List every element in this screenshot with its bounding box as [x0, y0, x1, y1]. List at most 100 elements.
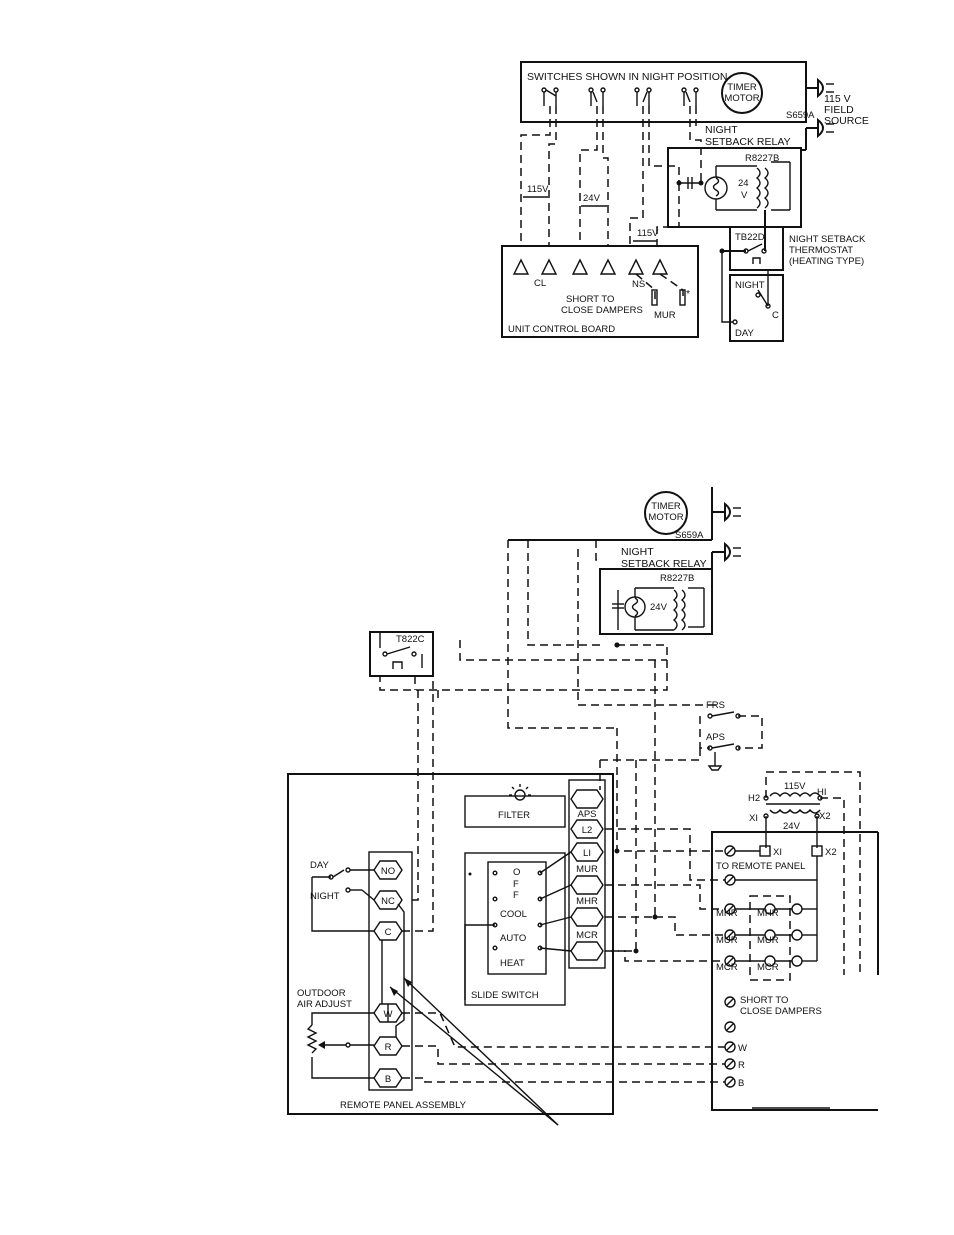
label-mur: MUR	[654, 310, 676, 321]
day-label: DAY	[735, 328, 754, 339]
board-label-mur: MUR	[716, 935, 738, 946]
transformer-icon	[755, 167, 761, 209]
term-b: B	[385, 1074, 391, 1085]
term-mur: MUR	[576, 864, 598, 875]
relay-title-2: SETBACK RELAY	[705, 136, 791, 148]
screw-terminal	[724, 1076, 736, 1088]
term-mcr: MCR	[576, 930, 598, 941]
outdoor-air-1: OUTDOOR	[297, 988, 346, 999]
label-115v-a: 115V	[527, 184, 549, 195]
v115-label: 115V	[784, 781, 806, 792]
thermostat-model: TB22D	[735, 232, 765, 243]
relay-voltage-2: V	[741, 190, 748, 201]
switches-title: SWITCHES SHOWN IN NIGHT POSITION	[527, 71, 727, 83]
unit-control-board	[501, 245, 699, 338]
h2-label: H2	[748, 793, 760, 804]
timer-motor-label-2: MOTOR	[724, 93, 759, 104]
relay-2-title-2: SETBACK RELAY	[621, 558, 707, 570]
plug-icon	[711, 541, 741, 569]
c-label: C	[772, 310, 779, 321]
remote-night-label: NIGHT	[310, 891, 340, 902]
x1-label: XI	[749, 813, 758, 824]
term-aps: APS	[577, 809, 596, 820]
relay-2-voltage: 24V	[650, 602, 668, 613]
x2-terminal-label: X2	[825, 847, 837, 858]
term-l2: L2	[582, 825, 593, 836]
screw-terminal	[724, 1021, 736, 1033]
b-terminal-label: B	[738, 1078, 744, 1089]
remote-panel-wiring-diagram: TIMER MOTOR S659A NIGHT SETBACK RELAY R8…	[287, 487, 879, 1126]
field-source-3: SOURCE	[824, 115, 869, 127]
label-ns: NS	[632, 279, 645, 290]
remote-panel-label: REMOTE PANEL ASSEMBLY	[340, 1100, 467, 1111]
r-terminal-label: R	[738, 1060, 745, 1071]
timer-model: S659A	[786, 110, 815, 121]
slide-switch-label: SLIDE SWITCH	[471, 990, 539, 1001]
remote-panel-assembly	[287, 773, 614, 1115]
slide-cool: COOL	[500, 909, 527, 920]
relay-2-title-1: NIGHT	[621, 546, 654, 558]
label-24v: 24V	[583, 193, 601, 204]
thermostat-tb22d	[729, 226, 784, 271]
relay-box	[667, 147, 802, 228]
relay-title-1: NIGHT	[705, 124, 738, 136]
timer-motor-icon	[644, 491, 688, 535]
short-close-2-line2: CLOSE DAMPERS	[740, 1006, 822, 1017]
slide-o: O	[513, 867, 520, 878]
relay-model: R8227B	[745, 153, 779, 164]
timer-motor-2-label-2: MOTOR	[648, 512, 683, 523]
plug-icon	[712, 501, 741, 523]
frs-label: FRS	[706, 700, 725, 711]
timer-motor-icon	[721, 72, 763, 114]
slide-f1: F	[513, 879, 519, 890]
night-day-switch	[729, 274, 784, 342]
thermostat-desc-3: (HEATING TYPE)	[789, 256, 864, 267]
term-c: C	[385, 927, 392, 938]
left-terminal-strip	[368, 851, 413, 1091]
board-label-mcr: MCR	[716, 962, 738, 973]
filter-label: FILTER	[498, 810, 530, 821]
relay-2-model: R8227B	[660, 573, 694, 584]
board-label: UNIT CONTROL BOARD	[508, 324, 615, 335]
timer-switches	[541, 87, 699, 106]
screw-terminal	[724, 1041, 736, 1053]
timer-motor-label-1: TIMER	[727, 82, 757, 93]
short-close-2-line1: SHORT TO	[740, 995, 788, 1006]
field-source-1: 115 V	[824, 93, 851, 105]
slide-auto: AUTO	[500, 933, 526, 944]
right-terminal-strip	[568, 779, 606, 969]
timer-2-model: S659A	[675, 530, 704, 541]
x1-terminal-label: XI	[773, 847, 782, 858]
short-close-1: SHORT TO	[566, 294, 614, 305]
slide-switch[interactable]	[487, 861, 547, 975]
h1-label: HI	[817, 787, 827, 798]
term-mhr: MHR	[576, 896, 598, 907]
screw-terminal	[724, 845, 736, 857]
slide-heat: HEAT	[500, 958, 525, 969]
remote-day-label: DAY	[310, 860, 329, 871]
relay-label-mur: MUR	[757, 935, 779, 946]
asterisk: *	[686, 288, 690, 300]
outdoor-air-2: AIR ADJUST	[297, 999, 352, 1010]
aps-label: APS	[706, 732, 725, 743]
term-no: NO	[381, 866, 395, 877]
to-remote-panel: TO REMOTE PANEL	[716, 861, 805, 872]
term-r: R	[385, 1042, 392, 1053]
night-label: NIGHT	[735, 280, 765, 291]
thermostat-desc-2: THERMOSTAT	[789, 245, 853, 256]
filter-light-icon	[509, 784, 531, 801]
label-cl: CL	[534, 278, 546, 289]
term-l1: LI	[583, 848, 591, 859]
v24-label: 24V	[783, 821, 801, 832]
thermostat-2-model: T822C	[396, 634, 425, 645]
relay-group-box	[749, 895, 791, 981]
potentiometer-icon	[306, 1024, 318, 1054]
label-115v-b: 115V	[637, 228, 659, 239]
x2-label: X2	[819, 811, 831, 822]
thermostat-desc-1: NIGHT SETBACK	[789, 234, 866, 245]
board-relay-rows: MHR MHR MUR MUR MCR MCR	[716, 903, 817, 973]
screw-terminal	[724, 996, 736, 1008]
night-setback-wiring-diagram: SWITCHES SHOWN IN NIGHT POSITION	[501, 61, 869, 342]
relay-label-mcr: MCR	[757, 962, 779, 973]
slide-f2: F	[513, 890, 519, 901]
